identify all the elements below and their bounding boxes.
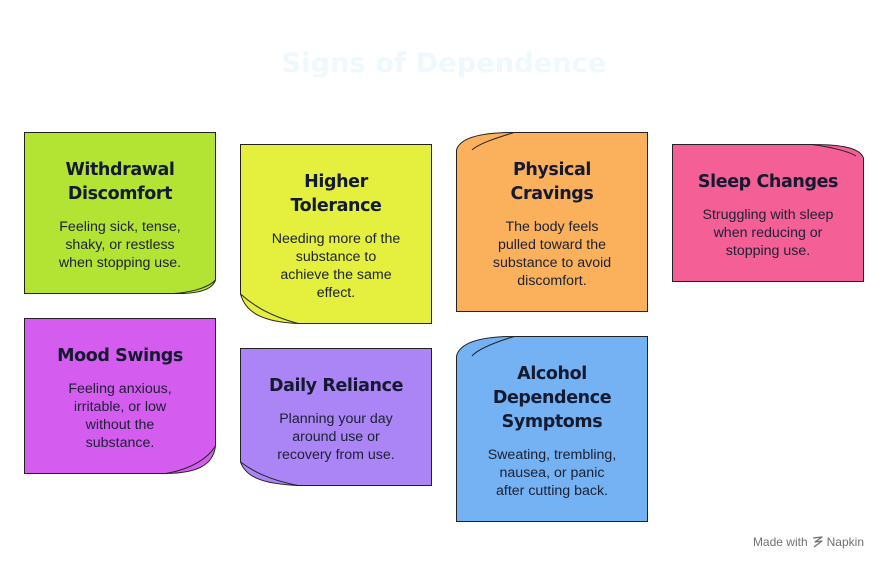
card-title: Mood Swings — [57, 346, 183, 366]
made-with-label: Made with — [752, 535, 808, 549]
card-title: Daily Reliance — [268, 376, 404, 396]
page-title: Signs of Dependence — [281, 48, 607, 79]
note-shape — [24, 132, 216, 295]
card-title: Sleep Changes — [697, 172, 839, 192]
card-title: Higher Tolerance — [290, 172, 382, 216]
card-alcohol: Alcohol Dependence Symptoms Sweating, tr… — [456, 336, 648, 522]
card-title: Withdrawal Discomfort — [65, 160, 175, 204]
card-sleep: Sleep Changes Struggling with sleep when… — [672, 144, 864, 282]
card-title: Alcohol Dependence Symptoms — [492, 364, 612, 432]
card-description: Feeling sick, tense, shaky, or restless … — [58, 219, 182, 271]
card-tolerance: Higher Tolerance Needing more of the sub… — [240, 144, 432, 324]
card-title: Physical Cravings — [510, 160, 594, 204]
card-cravings: Physical Cravings The body feels pulled … — [456, 132, 648, 312]
note-shape — [456, 132, 648, 312]
napkin-logo-icon — [812, 536, 823, 548]
note-shape — [24, 318, 216, 474]
card-description: Feeling anxious, irritable, or low witho… — [68, 381, 172, 451]
card-withdrawal: Withdrawal Discomfort Feeling sick, tens… — [24, 132, 216, 295]
card-description: Needing more of the substance to achieve… — [271, 231, 401, 301]
card-description: Sweating, trembling, nausea, or panic af… — [487, 447, 617, 499]
note-shape — [456, 336, 648, 522]
note-shape — [240, 348, 432, 486]
note-shape — [240, 144, 432, 324]
note-shape — [672, 144, 864, 282]
card-description: Planning your day around use or recovery… — [277, 411, 395, 463]
card-description: Struggling with sleep when reducing or s… — [702, 207, 834, 259]
card-mood: Mood Swings Feeling anxious, irritable, … — [24, 318, 216, 474]
napkin-brand-label: Napkin — [826, 535, 864, 549]
card-reliance: Daily Reliance Planning your day around … — [240, 348, 432, 486]
card-description: The body feels pulled toward the substan… — [492, 219, 612, 289]
made-with-footer: Made with Napkin — [753, 535, 864, 549]
